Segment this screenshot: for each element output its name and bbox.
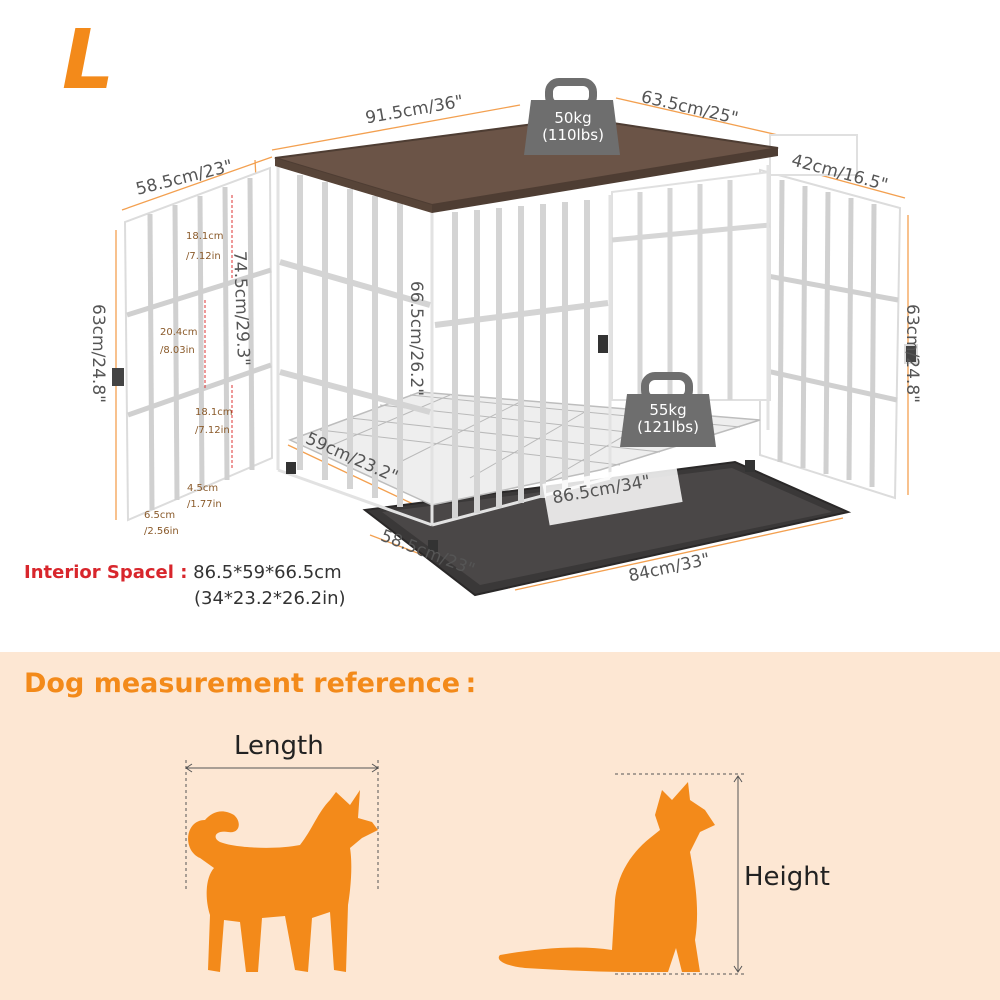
gap-bottom-cm: 18.1cm: [195, 407, 233, 418]
bar-gap-b-in: /1.77in: [187, 499, 222, 510]
weight-icon-floor: [620, 372, 716, 447]
weight-floor-lbs: (121lbs): [637, 418, 699, 437]
weight-top-kg: 50kg: [554, 109, 592, 127]
height-guide: [615, 773, 745, 975]
length-label: Length: [234, 731, 324, 761]
door-lock: [598, 335, 608, 353]
weight-floor-label: 55kg (121lbs): [624, 401, 712, 437]
weight-top-label: 50kg (110lbs): [530, 109, 616, 145]
sitting-dog-silhouette: [498, 782, 715, 972]
weight-top-lbs: (110lbs): [542, 126, 604, 145]
weight-floor-kg: 55kg: [649, 401, 687, 419]
weight-icon-top: [524, 78, 620, 155]
front-bars: [434, 200, 609, 518]
standing-dog-silhouette: [188, 790, 378, 972]
left-door: [112, 166, 274, 522]
gap-top-cm: 18.1cm: [186, 231, 224, 242]
bar-gap-a-in: /2.56in: [144, 526, 179, 537]
size-letter: L: [62, 13, 115, 108]
reference-band: [0, 652, 1000, 1000]
bar-gap-a-cm: 6.5cm: [144, 510, 176, 521]
gap-bottom-in: /7.12in: [195, 425, 230, 436]
gap-mid-cm: 20.4cm: [160, 327, 198, 338]
reference-title: Dog measurement reference :: [24, 668, 477, 699]
interior-space-imperial: (34*23.2*26.2in): [194, 588, 346, 610]
height-label: Height: [744, 862, 830, 892]
legs: [286, 460, 755, 552]
gap-mid-in: /8.03in: [160, 345, 195, 356]
back-panel: [611, 134, 858, 401]
interior-space-metric: 86.5*59*66.5cm: [193, 562, 342, 583]
side-bars: [279, 175, 431, 507]
interior-space-label: Interior Spacel :: [24, 562, 188, 583]
interior-space: Interior Spacel : 86.5*59*66.5cm (34*23.…: [24, 560, 346, 612]
length-guide: [185, 760, 379, 890]
gap-top-in: /7.12in: [186, 251, 221, 262]
bar-gap-b-cm: 4.5cm: [187, 483, 219, 494]
